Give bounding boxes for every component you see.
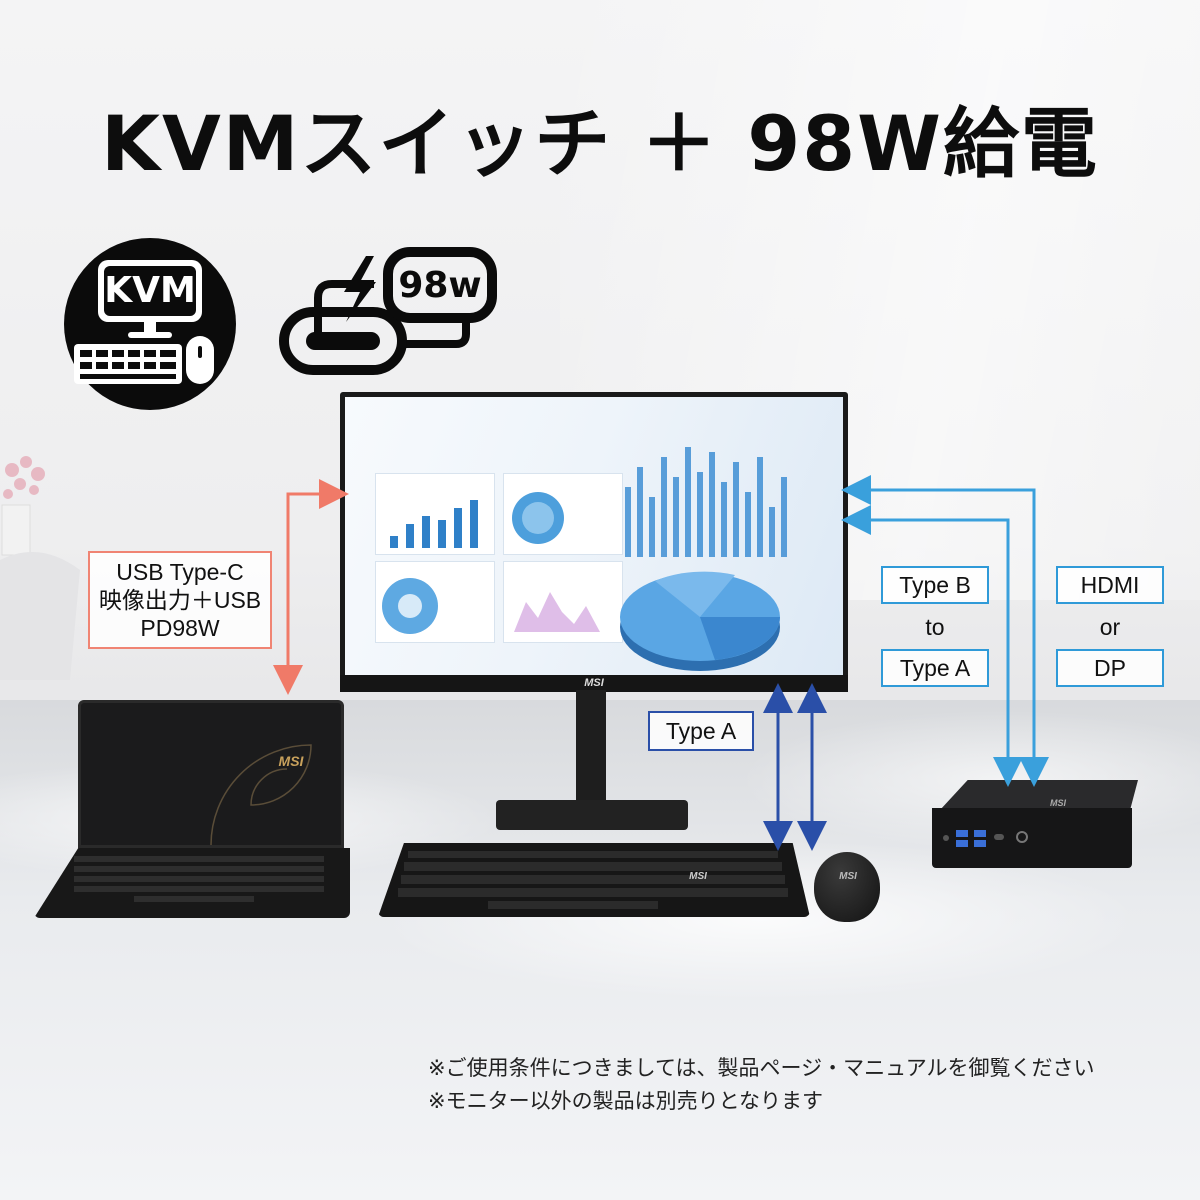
mini-pc-front — [932, 808, 1132, 868]
type-b-label: Type B — [881, 566, 989, 604]
laptop-lid-pattern — [210, 744, 312, 845]
laptop-lid: MSI — [78, 700, 344, 848]
mini-area-chart — [514, 592, 600, 632]
usb-c-power-icon — [279, 247, 497, 375]
kvm-badge-label: KVM — [104, 270, 196, 311]
flower-decoration — [1, 456, 45, 556]
keyboard-keys — [398, 851, 788, 909]
kvm-badge: KVM — [64, 238, 236, 410]
usb-c-label-line3: PD98W — [140, 615, 220, 641]
laptop: MSI — [34, 700, 350, 920]
laptop-keyboard-deck — [34, 848, 350, 918]
usb-c-label-line2: 映像出力＋USB — [98, 587, 262, 613]
power-badge: 98w — [276, 246, 498, 376]
dp-label: DP — [1056, 649, 1164, 687]
monitor-stand-base — [496, 800, 688, 830]
usb-c-label: USB Type-C 映像出力＋USB PD98W — [88, 551, 272, 649]
dashboard-panel-bars — [375, 473, 495, 555]
mini-donut-chart — [382, 578, 438, 634]
screen-pie-chart — [620, 571, 780, 671]
monitor-stand-neck — [576, 690, 606, 814]
keyboard: MSI — [378, 843, 810, 917]
usb-c-arrow — [273, 479, 349, 695]
mini-pc-logo: MSI — [1049, 798, 1066, 808]
usb-c-label-line1: USB Type-C — [116, 559, 244, 585]
mini-globe-chart — [512, 492, 564, 544]
keyboard-logo: MSI — [689, 871, 707, 882]
chair-decoration — [0, 552, 80, 680]
mouse-logo: MSI — [839, 871, 857, 882]
mini-pc: MSI — [932, 780, 1140, 874]
laptop-logo: MSI — [278, 753, 304, 769]
or-label: or — [1099, 614, 1121, 640]
laptop-keys — [74, 856, 324, 902]
dashboard-panel-area — [503, 561, 623, 643]
footnote-1: ※ご使用条件につきましては、製品ページ・マニュアルを御覧ください — [428, 1056, 1095, 1080]
footnotes: ※ご使用条件につきましては、製品ページ・マニュアルを御覧ください ※モニター以外… — [428, 1052, 1188, 1118]
footnote-2: ※モニター以外の製品は別売りとなります — [428, 1089, 823, 1113]
screen-bar-chart — [625, 447, 787, 557]
monitor-chin — [340, 675, 848, 692]
type-a-label: Type A — [648, 711, 754, 751]
type-a-right-label: Type A — [881, 649, 989, 687]
monitor: MSI — [340, 392, 848, 692]
monitor-logo: MSI — [584, 677, 604, 689]
mouse: MSI — [814, 852, 880, 922]
dashboard-panel-globe — [503, 473, 623, 555]
hdmi-label: HDMI — [1056, 566, 1164, 604]
dashboard-panel-donut — [375, 561, 495, 643]
to-label: to — [925, 614, 945, 640]
page-title: KVMスイッチ ＋ 98W給電 — [101, 99, 1099, 188]
mini-bar-chart — [390, 500, 478, 548]
kvm-icon — [64, 238, 236, 410]
power-badge-label: 98w — [398, 265, 482, 306]
monitor-screen — [345, 397, 843, 675]
mini-pc-ports — [943, 830, 1028, 847]
